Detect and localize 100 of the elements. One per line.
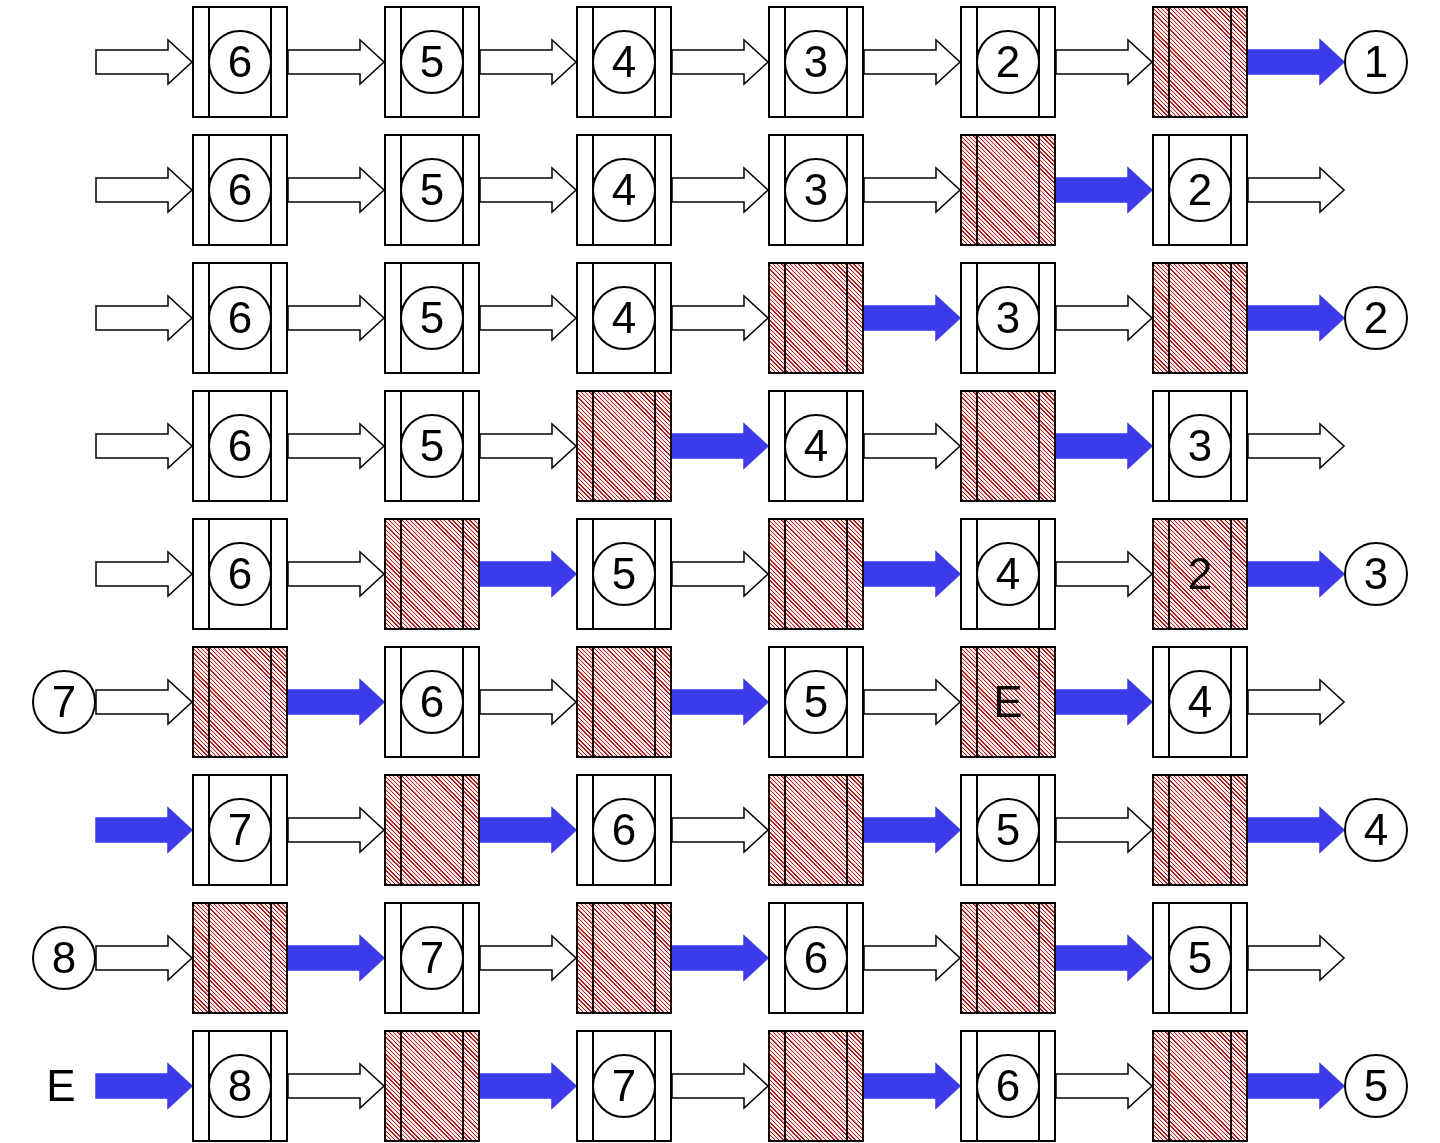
- circled-number: 3: [1344, 542, 1408, 606]
- hatched-box: [768, 774, 864, 886]
- hatched-box: [768, 262, 864, 374]
- block-arrow: [287, 294, 386, 342]
- frame-box: [768, 646, 864, 758]
- frame-box: [576, 262, 672, 374]
- block-arrow: [287, 38, 386, 86]
- block-arrow: [479, 38, 578, 86]
- circled-number: 6: [208, 158, 272, 222]
- hatched-box: [768, 1030, 864, 1142]
- circled-number: 8: [32, 926, 96, 990]
- block-arrow: [671, 294, 770, 342]
- circled-number: 4: [592, 286, 656, 350]
- circled-number: 6: [592, 798, 656, 862]
- circled-number: 7: [400, 926, 464, 990]
- circled-number: 4: [592, 158, 656, 222]
- hatched-box: [384, 1030, 480, 1142]
- block-arrow: [863, 806, 962, 854]
- circled-number: 3: [784, 30, 848, 94]
- block-arrow: [671, 422, 770, 470]
- block-arrow: [1055, 294, 1154, 342]
- circled-number: 5: [976, 798, 1040, 862]
- frame-box: [384, 262, 480, 374]
- block-arrow: [95, 38, 194, 86]
- circled-number: 4: [976, 542, 1040, 606]
- block-arrow: [671, 806, 770, 854]
- block-arrow: [95, 294, 194, 342]
- hatched-box: [768, 518, 864, 630]
- frame-box: [960, 774, 1056, 886]
- block-arrow: [671, 38, 770, 86]
- circled-number: 2: [1344, 286, 1408, 350]
- block-arrow: [1247, 678, 1346, 726]
- frame-box: [384, 6, 480, 118]
- circled-number: 4: [1168, 670, 1232, 734]
- frame-box: [384, 134, 480, 246]
- block-arrow: [95, 1062, 194, 1110]
- hatched-box: [1152, 262, 1248, 374]
- block-arrow: [287, 678, 386, 726]
- block-arrow: [479, 934, 578, 982]
- block-arrow: [863, 422, 962, 470]
- frame-box: [192, 1030, 288, 1142]
- circled-number: 5: [592, 542, 656, 606]
- block-arrow: [479, 1062, 578, 1110]
- frame-box: [960, 6, 1056, 118]
- frame-box: [192, 6, 288, 118]
- row-label: E: [26, 1056, 96, 1116]
- frame-box: [192, 390, 288, 502]
- circled-number: 4: [1344, 798, 1408, 862]
- frame-box: [192, 262, 288, 374]
- circled-number: 4: [784, 414, 848, 478]
- hatched-box: [1152, 774, 1248, 886]
- block-arrow: [1247, 294, 1346, 342]
- hatched-box: [384, 774, 480, 886]
- circled-number: 7: [32, 670, 96, 734]
- block-arrow: [95, 934, 194, 982]
- block-arrow: [1055, 934, 1154, 982]
- hatched-box: [1152, 1030, 1248, 1142]
- circled-number: 6: [400, 670, 464, 734]
- block-arrow: [863, 38, 962, 86]
- frame-box: [576, 6, 672, 118]
- circled-number: 6: [208, 30, 272, 94]
- circled-number: 5: [400, 30, 464, 94]
- frame-box: [1152, 390, 1248, 502]
- hatched-box: [576, 902, 672, 1014]
- frame-box: [192, 518, 288, 630]
- block-arrow: [479, 166, 578, 214]
- circled-number: 5: [1344, 1054, 1408, 1118]
- block-arrow: [1055, 550, 1154, 598]
- frame-box: [960, 262, 1056, 374]
- frame-box: [1152, 902, 1248, 1014]
- frame-box: [192, 774, 288, 886]
- block-arrow: [479, 550, 578, 598]
- circled-number: 4: [592, 30, 656, 94]
- circled-number: 2: [1168, 158, 1232, 222]
- block-arrow: [1055, 38, 1154, 86]
- hatched-box: [960, 390, 1056, 502]
- frame-box: [576, 1030, 672, 1142]
- hatched-box: [576, 646, 672, 758]
- block-arrow: [1055, 1062, 1154, 1110]
- block-arrow: [287, 422, 386, 470]
- hatched-box: [960, 902, 1056, 1014]
- hatched-box: [960, 646, 1056, 758]
- block-arrow: [1055, 806, 1154, 854]
- circled-number: 3: [1168, 414, 1232, 478]
- block-arrow: [671, 678, 770, 726]
- frame-box: [192, 134, 288, 246]
- block-arrow: [671, 166, 770, 214]
- block-arrow: [95, 166, 194, 214]
- block-arrow: [1247, 422, 1346, 470]
- frame-box: [384, 390, 480, 502]
- circled-number: 7: [592, 1054, 656, 1118]
- block-arrow: [863, 1062, 962, 1110]
- circled-number: 3: [784, 158, 848, 222]
- block-arrow: [1055, 166, 1154, 214]
- frame-box: [960, 518, 1056, 630]
- frame-box: [576, 134, 672, 246]
- block-arrow: [863, 550, 962, 598]
- circled-number: 6: [208, 414, 272, 478]
- hatched-box: [1152, 518, 1248, 630]
- block-arrow: [1247, 806, 1346, 854]
